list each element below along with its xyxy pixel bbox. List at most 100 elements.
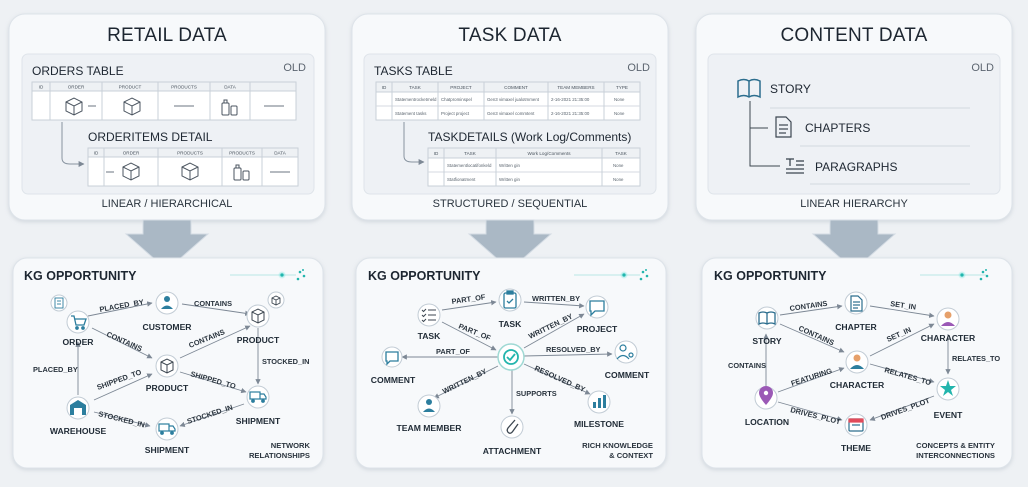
table-title: ORDERS TABLE: [32, 64, 124, 78]
node-label: COMMENT: [605, 370, 650, 380]
edge-label: PART_OF: [436, 347, 470, 356]
table-header: ID: [382, 85, 387, 90]
table-cell: Statementrocketmeld: [395, 97, 437, 102]
detail-header: PRODUCTS: [177, 151, 203, 156]
orderitems-table: ID ORDER PRODUCTS PRODUCTS DATA: [87, 147, 299, 187]
kg-node: SHIPMENT: [145, 417, 190, 455]
detail-header: TASK: [464, 151, 477, 156]
panel-retail: RETAIL DATA ORDERS TABLE OLD ID ORDER PR…: [8, 13, 326, 221]
kg-node: MILESTONE: [574, 390, 624, 429]
node-label: ORDER: [62, 337, 94, 347]
node-label: CHARACTER: [921, 333, 976, 343]
table-header: ORDER: [68, 85, 85, 90]
table-cell: Statement tasks: [395, 111, 427, 116]
detail-cell: None: [613, 177, 624, 182]
kg-node: COMMENT: [605, 340, 650, 380]
bar-chart-icon: [593, 395, 606, 408]
down-arrow: [467, 219, 553, 271]
detail-header: ID: [434, 151, 439, 156]
person-settings-icon: [616, 344, 634, 360]
truck-icon: [249, 391, 267, 403]
box-icon: [251, 308, 265, 324]
character-icon: [941, 311, 955, 326]
tree-node-chapters: CHAPTERS: [805, 121, 870, 135]
checklist-icon: [421, 308, 436, 323]
detail-cell: Statementlocatifonkeld: [447, 163, 492, 168]
edge-label: SET_IN: [890, 299, 917, 312]
tree-branch: [749, 101, 780, 167]
detail-header: ID: [94, 151, 99, 156]
node-label: TEAM MEMBER: [397, 423, 463, 433]
node-label: CHARACTER: [830, 380, 885, 390]
node-label: SHIPMENT: [236, 416, 281, 426]
node-label: TASK: [418, 331, 442, 341]
node-label: WAREHOUSE: [50, 426, 107, 436]
table-header: PRODUCT: [119, 85, 142, 90]
orders-table: ID ORDER PRODUCT PRODUCTS DATA: [31, 81, 297, 121]
node-label: PRODUCT: [237, 335, 280, 345]
character-icon: [850, 354, 864, 369]
table-cell: 2-16-2021 21:35:00: [551, 97, 590, 102]
kg-node: PRODUCT: [237, 304, 280, 345]
structure-label: LINEAR HIERARCHY: [800, 198, 908, 210]
panel-content: CONTENT DATA OLD STORY CHAPTERS PARAGRAP…: [695, 13, 1013, 221]
table-header: TASK: [409, 85, 422, 90]
table-header: TEAM MEMBERS: [557, 85, 594, 90]
warehouse-icon: [70, 400, 86, 415]
old-structure-box: [707, 53, 1001, 195]
kg-node kg-hub: [497, 343, 525, 371]
table-cell: Gen3 vimaxel commtent: [487, 111, 535, 116]
table-cell: Gen3 vimaxel jualotmment: [487, 97, 540, 102]
box-icon: [123, 97, 141, 116]
kg-note: RICH KNOWLEDGE: [582, 441, 653, 450]
cart-icon: [71, 315, 87, 330]
kg-node: TEAM MEMBER: [397, 394, 463, 433]
calendar-icon: [848, 418, 864, 432]
kg-panel-content: KG OPPORTUNITY CONTAINS SET_IN CONTAINS …: [701, 257, 1013, 469]
paperclip-icon: [506, 419, 519, 434]
clipboard-check-icon: [503, 290, 517, 309]
check-circle-icon: [503, 349, 519, 365]
box-icon: [271, 295, 281, 306]
kg-note: & CONTEXT: [609, 451, 653, 460]
book-icon: [737, 78, 761, 99]
box-icon: [160, 358, 174, 374]
edges: [763, 304, 951, 422]
kg-note: INTERCONNECTIONS: [916, 451, 995, 460]
detail-header: Work Log/Comments: [527, 151, 571, 156]
table-header: PROJECT: [450, 85, 472, 90]
detail-cell: Statfionatment: [447, 177, 476, 182]
document-icon: [775, 116, 792, 138]
tasks-table: ID TASK PROJECT COMMENT TEAM MEMBERS TYP…: [375, 81, 641, 121]
event-burst-icon: [940, 380, 956, 396]
table-cell: None: [614, 97, 625, 102]
box-icon: [65, 97, 83, 116]
box-icon: [122, 162, 140, 181]
node-label: STORY: [752, 336, 781, 346]
kg-node: COMMENT: [371, 346, 416, 385]
detail-header: PRODUCTS: [229, 151, 255, 156]
tree-node-story: STORY: [770, 82, 811, 96]
down-arrow: [811, 219, 897, 271]
table-header: TYPE: [616, 85, 628, 90]
old-label: OLD: [627, 62, 650, 74]
kg-node: TASK: [498, 288, 523, 329]
kg-node: LOCATION: [745, 386, 789, 427]
kg-node: EVENT: [934, 377, 963, 420]
kg-node: TASK: [417, 303, 442, 341]
edge-label: WRITTEN_BY: [532, 294, 580, 303]
accent-dot: [960, 273, 964, 277]
bottles-icon: [221, 99, 238, 116]
edges: [401, 300, 613, 415]
node-label: TASK: [499, 319, 523, 329]
edge-label: CONTAINS: [194, 299, 232, 308]
structure-label: LINEAR / HIERARCHICAL: [102, 198, 233, 210]
network-mini-icon: [296, 269, 306, 281]
kg-node: CUSTOMER: [142, 291, 192, 332]
list-icon: [54, 297, 64, 309]
kg-node: ORDER: [62, 310, 94, 347]
node-label: PROJECT: [577, 324, 618, 334]
panel-task: TASK DATA TASKS TABLE OLD ID TASK PROJEC…: [351, 13, 669, 221]
detail-header: ORDER: [123, 151, 140, 156]
